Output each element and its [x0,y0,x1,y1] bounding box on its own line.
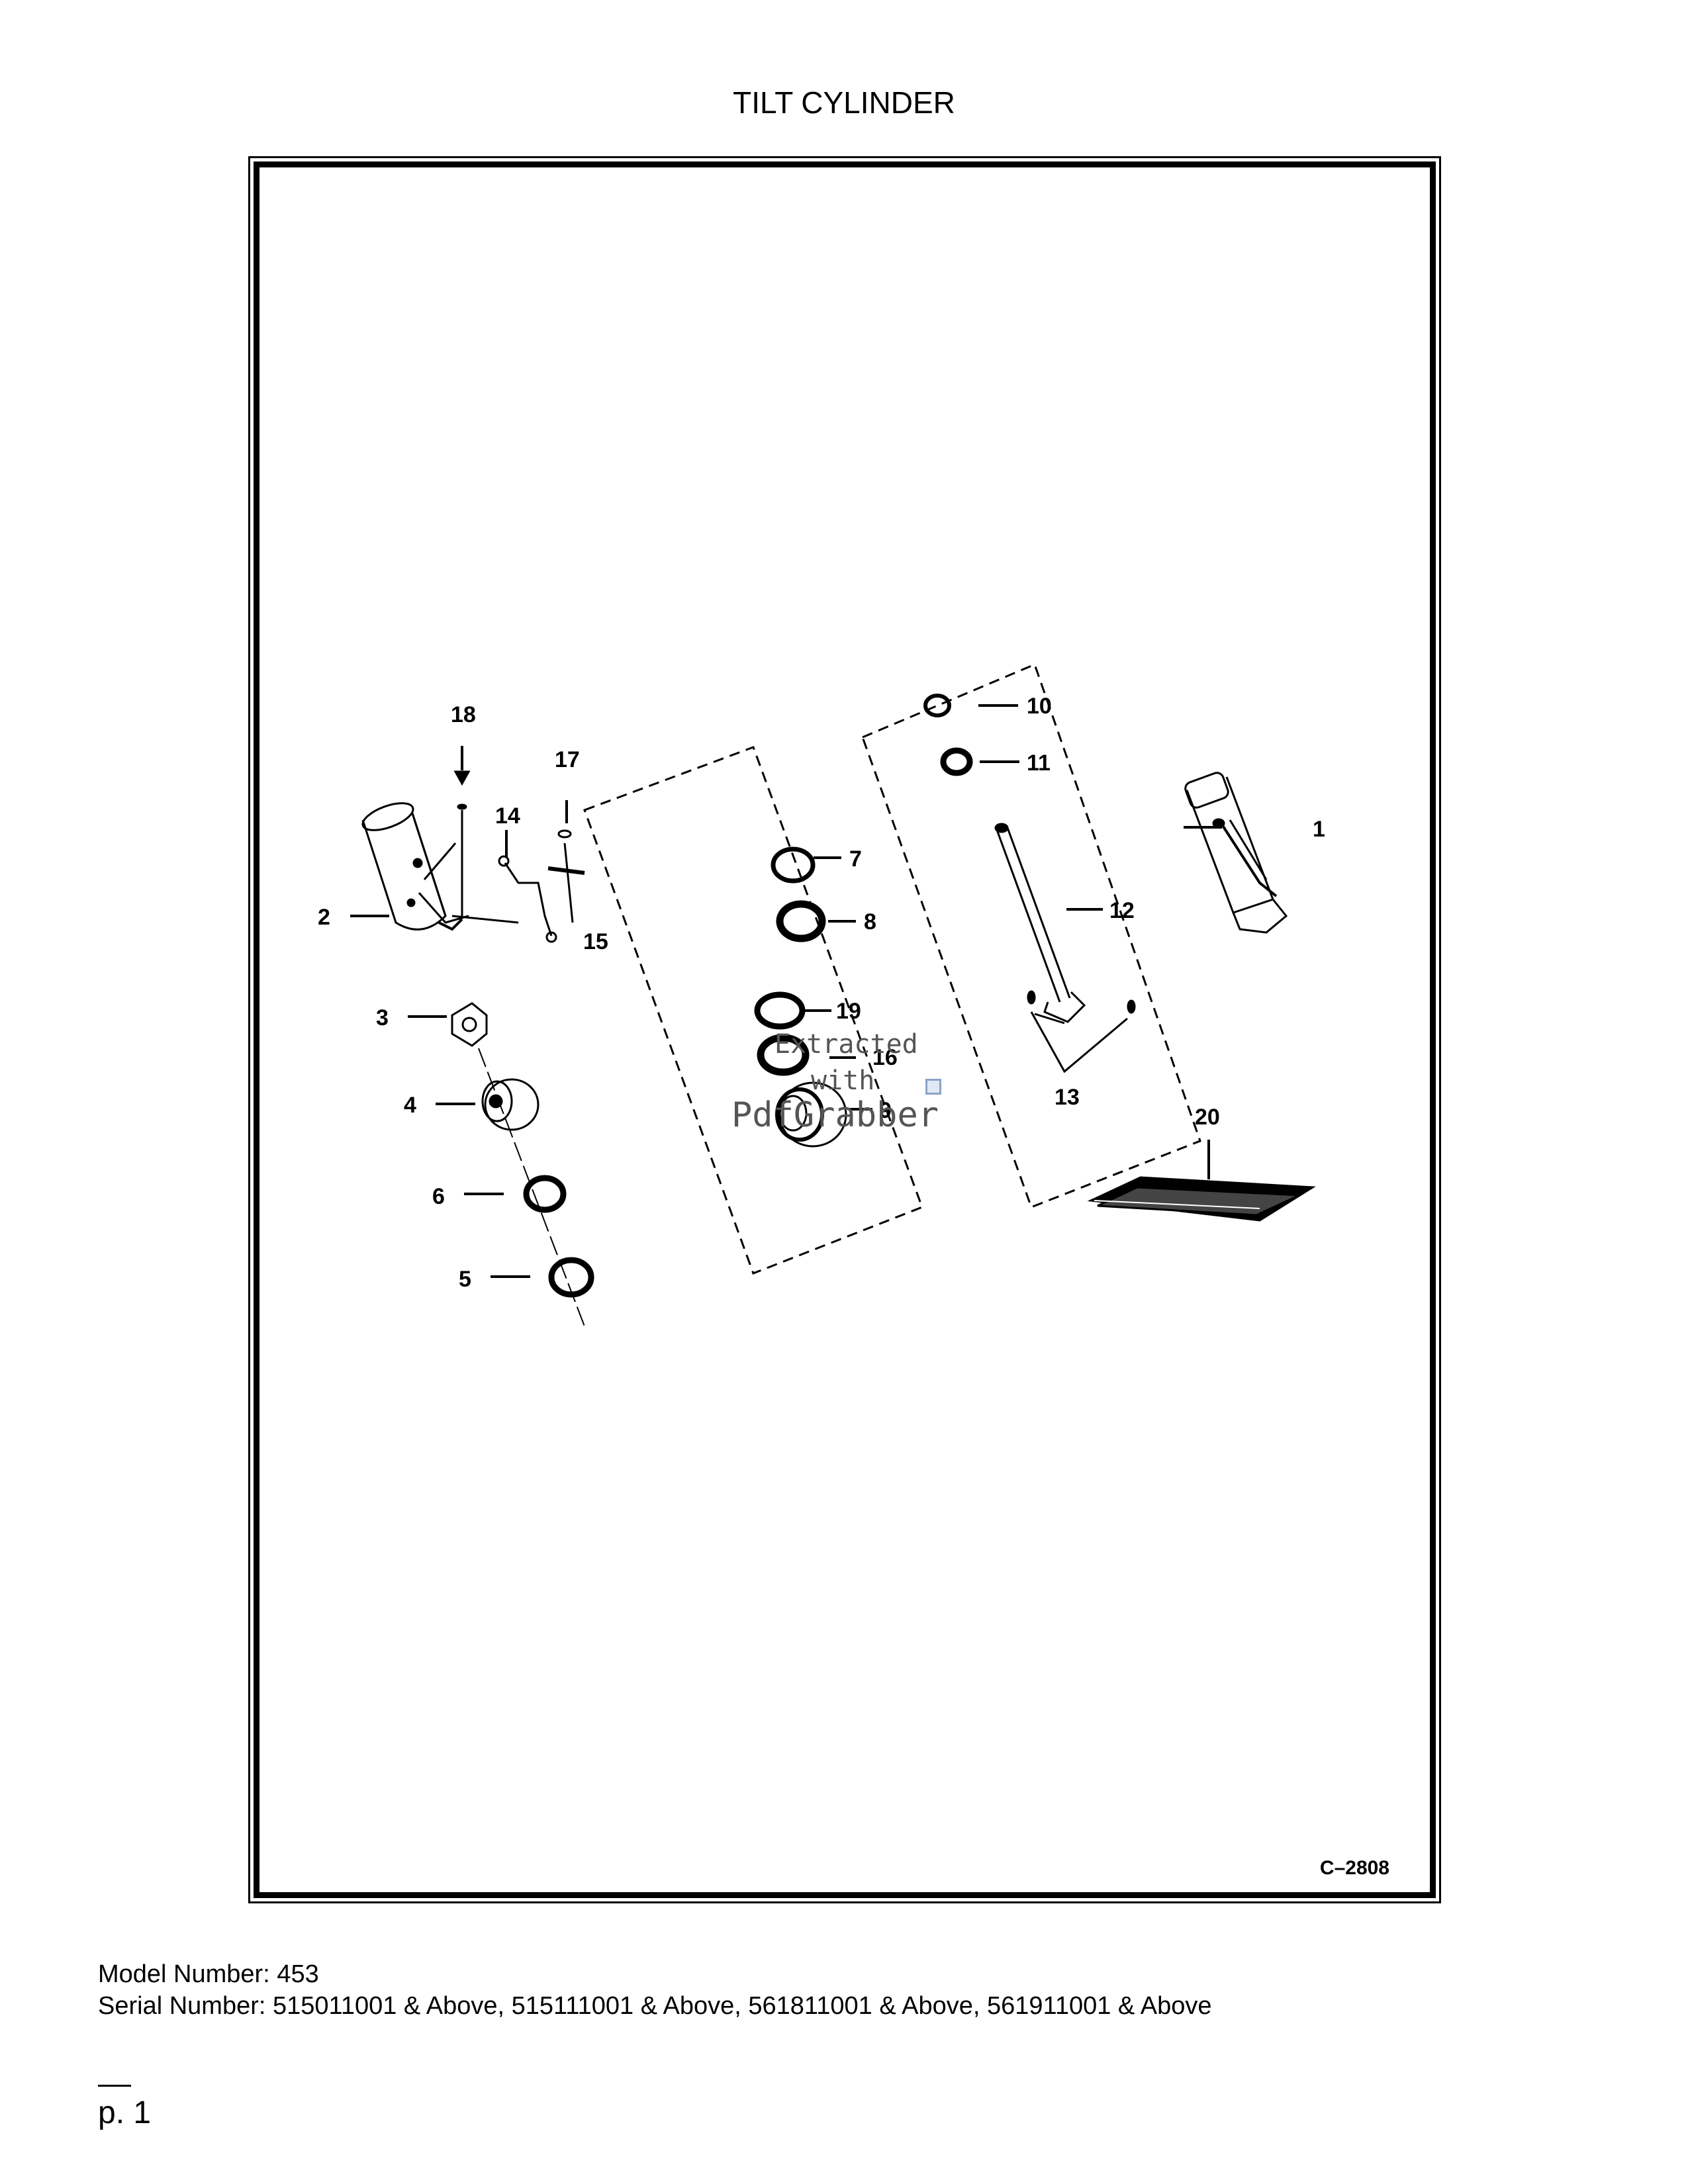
exploded-parts-drawing: 1 2 3 4 5 6 7 8 9 10 11 12 13 14 15 16 1… [254,161,1436,1898]
callout-9: 9 [879,1098,892,1123]
part-16-seal [757,1034,810,1076]
part-7-ring [771,846,816,884]
page-title: TILT CYLINDER [733,85,955,120]
part-19-ring [754,991,806,1030]
callout-16: 16 [872,1045,898,1070]
callout-11: 11 [1027,751,1051,776]
callout-8: 8 [864,909,876,934]
serial-number: Serial Number: 515011001 & Above, 515111… [98,1992,1212,2020]
part-20-decal [1087,1176,1316,1222]
part-11-ring [940,747,973,776]
parts-diagram-svg: 1 2 3 4 5 6 7 8 9 10 11 12 13 14 15 16 1… [318,662,1325,1327]
callout-10: 10 [1027,694,1052,719]
callout-17: 17 [555,747,580,772]
watermark-icon [925,1079,941,1095]
part-13-pin-left [1027,990,1036,1005]
callout-3: 3 [376,1005,389,1030]
watermark-line3: PdfGrabber [731,1095,939,1135]
part-6-ring [523,1175,567,1213]
diagram-frame-outer [248,156,1441,1903]
exploded-box-left [583,746,923,1275]
diagram-frame [254,161,1436,1898]
part-15-line [563,842,574,923]
callout-2: 2 [318,905,330,930]
callout-18: 18 [451,702,476,727]
part-8-seal [776,900,826,942]
callout-14: 14 [495,803,520,829]
figure-reference: C–2808 [1319,1857,1389,1879]
part-1-cylinder [1184,772,1288,934]
part-10-ring [923,694,951,717]
callout-13: 13 [1055,1085,1080,1110]
watermark-line2: with [811,1066,875,1096]
page-number: p. 1 [98,2095,152,2130]
part-barrel [361,802,469,931]
part-12-rod [994,823,1086,1024]
callout-1: 1 [1313,817,1325,842]
part-18-fitting [453,770,471,786]
callout-5: 5 [459,1267,471,1292]
callout-7: 7 [849,846,862,872]
exploded-box-right [861,662,1201,1208]
part-9-head [775,1081,847,1148]
watermark-line1: Extracted [774,1029,918,1060]
part-15-pin [547,866,585,875]
part-13-pin-right [1127,999,1136,1014]
page-divider [98,2085,131,2087]
part-5-ring [548,1257,594,1298]
part-13-leader [1030,1011,1128,1073]
part-3-nut [451,1002,488,1047]
callout-12: 12 [1109,898,1135,923]
callout-15: 15 [583,929,608,954]
callout-4: 4 [404,1093,416,1118]
callout-19: 19 [836,999,861,1024]
callout-6: 6 [432,1184,445,1209]
part-17-washer [557,829,572,839]
callout-numbers: 1 2 3 4 5 6 7 8 9 10 11 12 13 14 15 16 1… [318,694,1325,1292]
leader-lines [350,704,1222,1278]
model-number: Model Number: 453 [98,1960,319,1988]
part-14-tube [451,855,557,943]
part-4-piston [481,1078,539,1131]
callout-20: 20 [1195,1105,1220,1130]
part-3-nut-hole [461,1017,477,1032]
